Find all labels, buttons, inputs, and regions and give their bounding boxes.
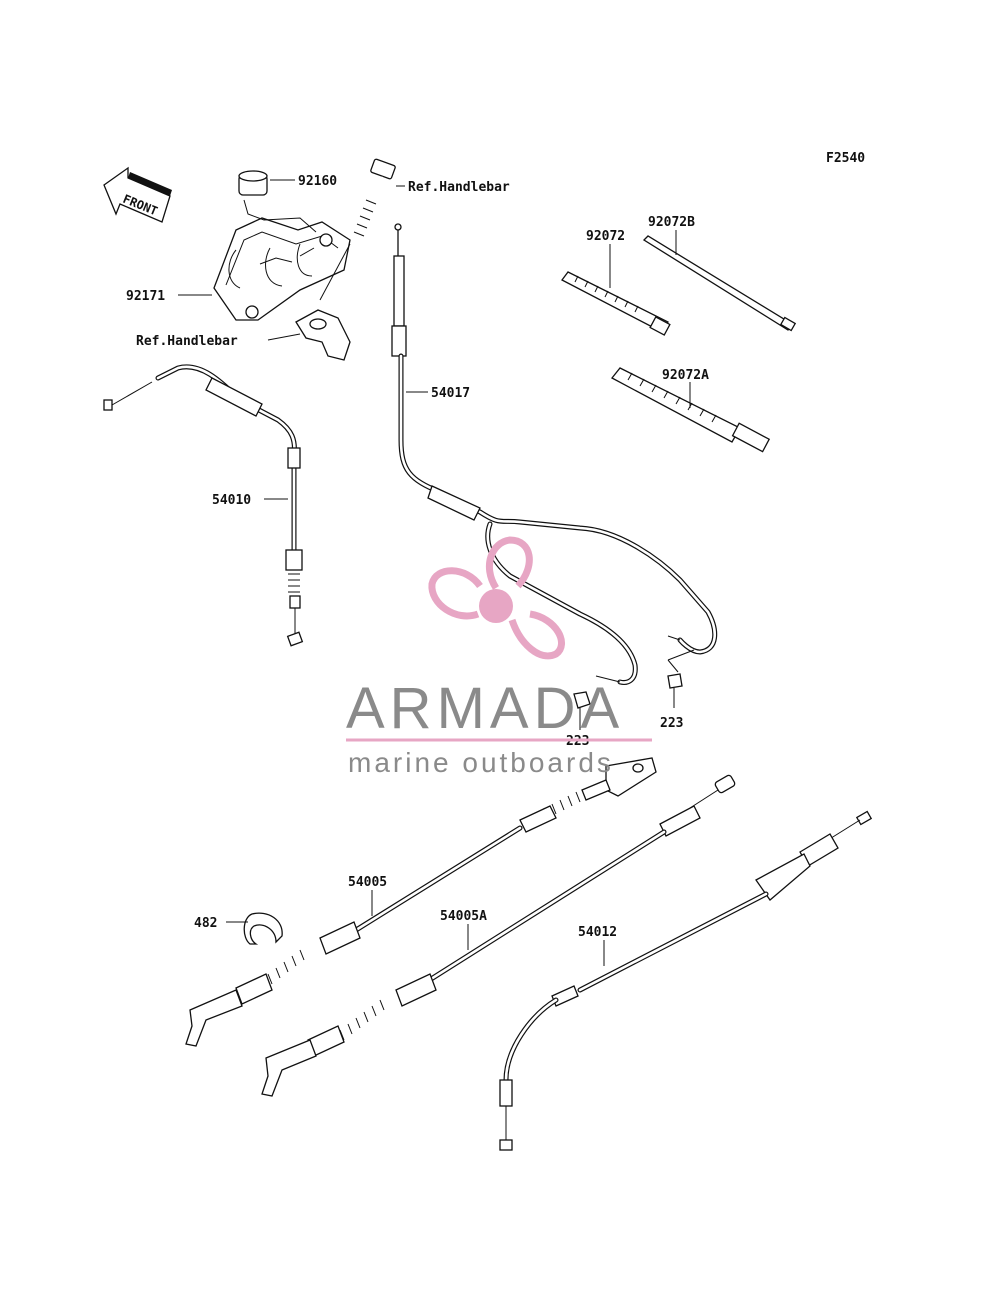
label-54012: 54012: [578, 925, 617, 940]
cable-tie-92072b-icon: [642, 235, 797, 332]
clip-482-icon: [243, 912, 283, 945]
cable-54005a-icon: [261, 774, 736, 1097]
cable-54005-icon: [185, 757, 657, 1047]
bolt-icon: [353, 158, 396, 242]
label-ref-handlebar-left: Ref.Handlebar: [136, 334, 238, 349]
cable-tie-92072-icon: [561, 271, 671, 336]
watermark-subtitle: marine outboards: [348, 747, 614, 778]
holder-92171-icon: [213, 199, 351, 321]
label-92160: 92160: [298, 174, 337, 189]
label-92171: 92171: [126, 289, 165, 304]
figure-code: F2540: [826, 151, 865, 166]
watermark-title: ARMADA: [346, 676, 624, 741]
label-54017: 54017: [431, 386, 470, 401]
propeller-icon: [428, 536, 565, 660]
label-54005: 54005: [348, 875, 387, 890]
watermark-logo: ARMADA marine outboards: [346, 536, 652, 778]
label-54005a: 54005A: [440, 909, 487, 924]
front-arrow-icon: FRONT: [103, 166, 172, 223]
label-92072: 92072: [586, 229, 625, 244]
label-92072a: 92072A: [662, 368, 709, 383]
cap-223-left-icon: [573, 691, 591, 709]
cable-54017-icon: [391, 223, 718, 685]
cable-54010-icon: [103, 364, 304, 647]
label-ref-handlebar-top: Ref.Handlebar: [408, 180, 510, 195]
cable-tie-92072a-icon: [611, 367, 771, 453]
cap-223-right-icon: [667, 673, 683, 689]
label-223-right: 223: [660, 716, 683, 731]
label-54010: 54010: [212, 493, 251, 508]
label-482: 482: [194, 916, 217, 931]
cable-54012-icon: [499, 810, 873, 1151]
handlebar-clamp-icon: [295, 309, 351, 361]
label-92072b: 92072B: [648, 215, 695, 230]
collar-92160-icon: [238, 170, 268, 196]
